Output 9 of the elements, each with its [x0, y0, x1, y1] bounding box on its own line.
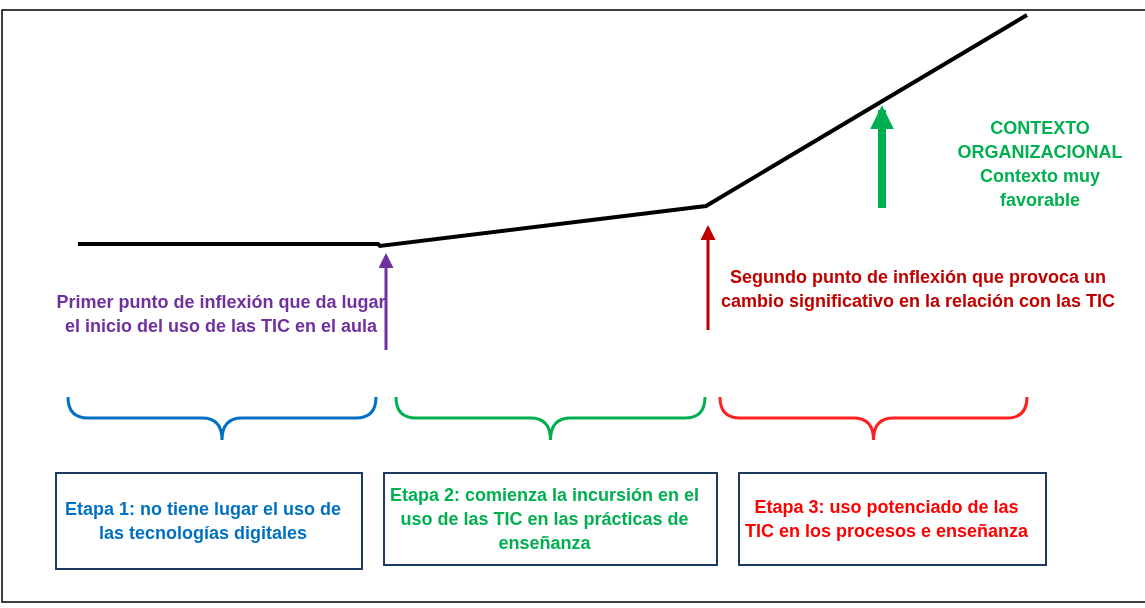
- annotation-text: Contexto muy favorable: [979, 165, 1101, 212]
- arrow: [378, 253, 394, 350]
- stage-box: Etapa 1: no tiene lugar el uso de las tecnologías digitales: [55, 472, 363, 570]
- stage-box: Etapa 3: uso potenciado de las TIC en los procesos e enseñanza: [738, 472, 1047, 566]
- arrow: [700, 225, 716, 330]
- annotation-text: Primer punto de inflexión que da lugar el inicio del uso de las TIC en el aula: [56, 278, 386, 350]
- annotation-text: Segundo punto de inflexión que provoca un cambio significativo en la relación con las TIC: [708, 248, 1128, 330]
- heading-text: CONTEXTO ORGANIZACIONAL: [956, 117, 1124, 164]
- stage-box: Etapa 2: comienza la incursión en el uso de las TIC en las prácticas de enseñanza: [383, 472, 718, 566]
